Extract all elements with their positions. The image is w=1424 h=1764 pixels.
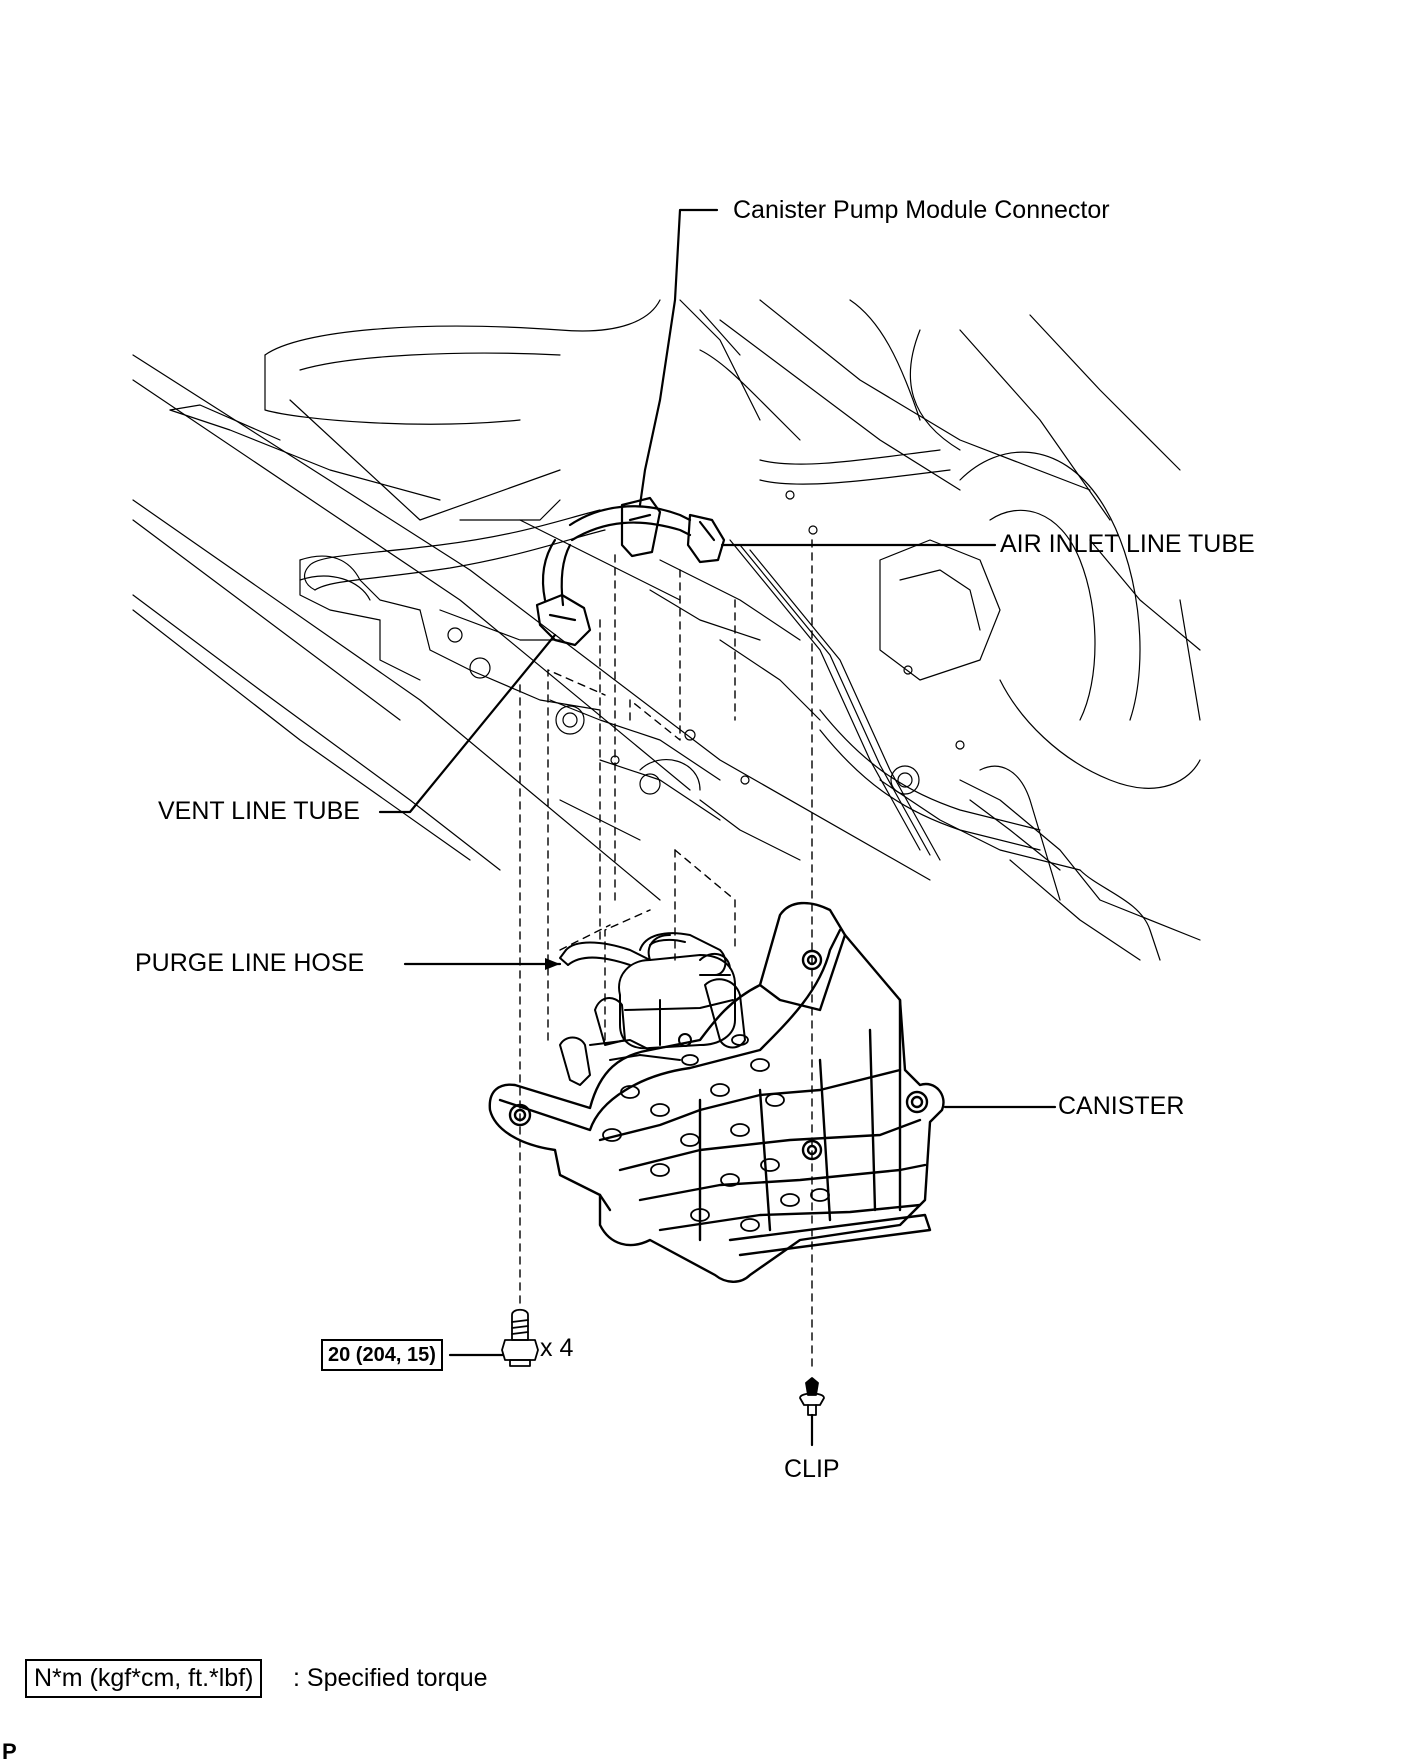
label-clip: CLIP	[784, 1455, 840, 1483]
label-air-inlet-line-tube: AIR INLET LINE TUBE	[1000, 530, 1255, 558]
corner-mark: P	[2, 1739, 17, 1764]
clip-icon	[799, 1377, 825, 1416]
label-vent-line-tube: VENT LINE TUBE	[158, 797, 360, 825]
legend-description: : Specified torque	[293, 1664, 488, 1692]
leader-lines	[378, 208, 1057, 1447]
line-tubes	[535, 496, 726, 647]
canister-holes	[602, 1034, 830, 1232]
bolt-quantity: x 4	[540, 1334, 574, 1362]
canister-pump-module	[559, 932, 746, 1086]
legend-unit-box: N*m (kgf*cm, ft.*lbf)	[25, 1659, 263, 1698]
label-purge-line-hose: PURGE LINE HOSE	[135, 949, 365, 977]
label-canister: CANISTER	[1058, 1092, 1185, 1120]
torque-spec-box: 20 (204, 15)	[321, 1339, 443, 1371]
canister-body	[488, 901, 945, 1283]
label-canister-pump-module-connector: Canister Pump Module Connector	[733, 196, 1110, 224]
bolt-icon	[501, 1308, 539, 1367]
alignment-lines	[519, 539, 813, 1371]
vehicle-underbody	[132, 299, 1201, 961]
